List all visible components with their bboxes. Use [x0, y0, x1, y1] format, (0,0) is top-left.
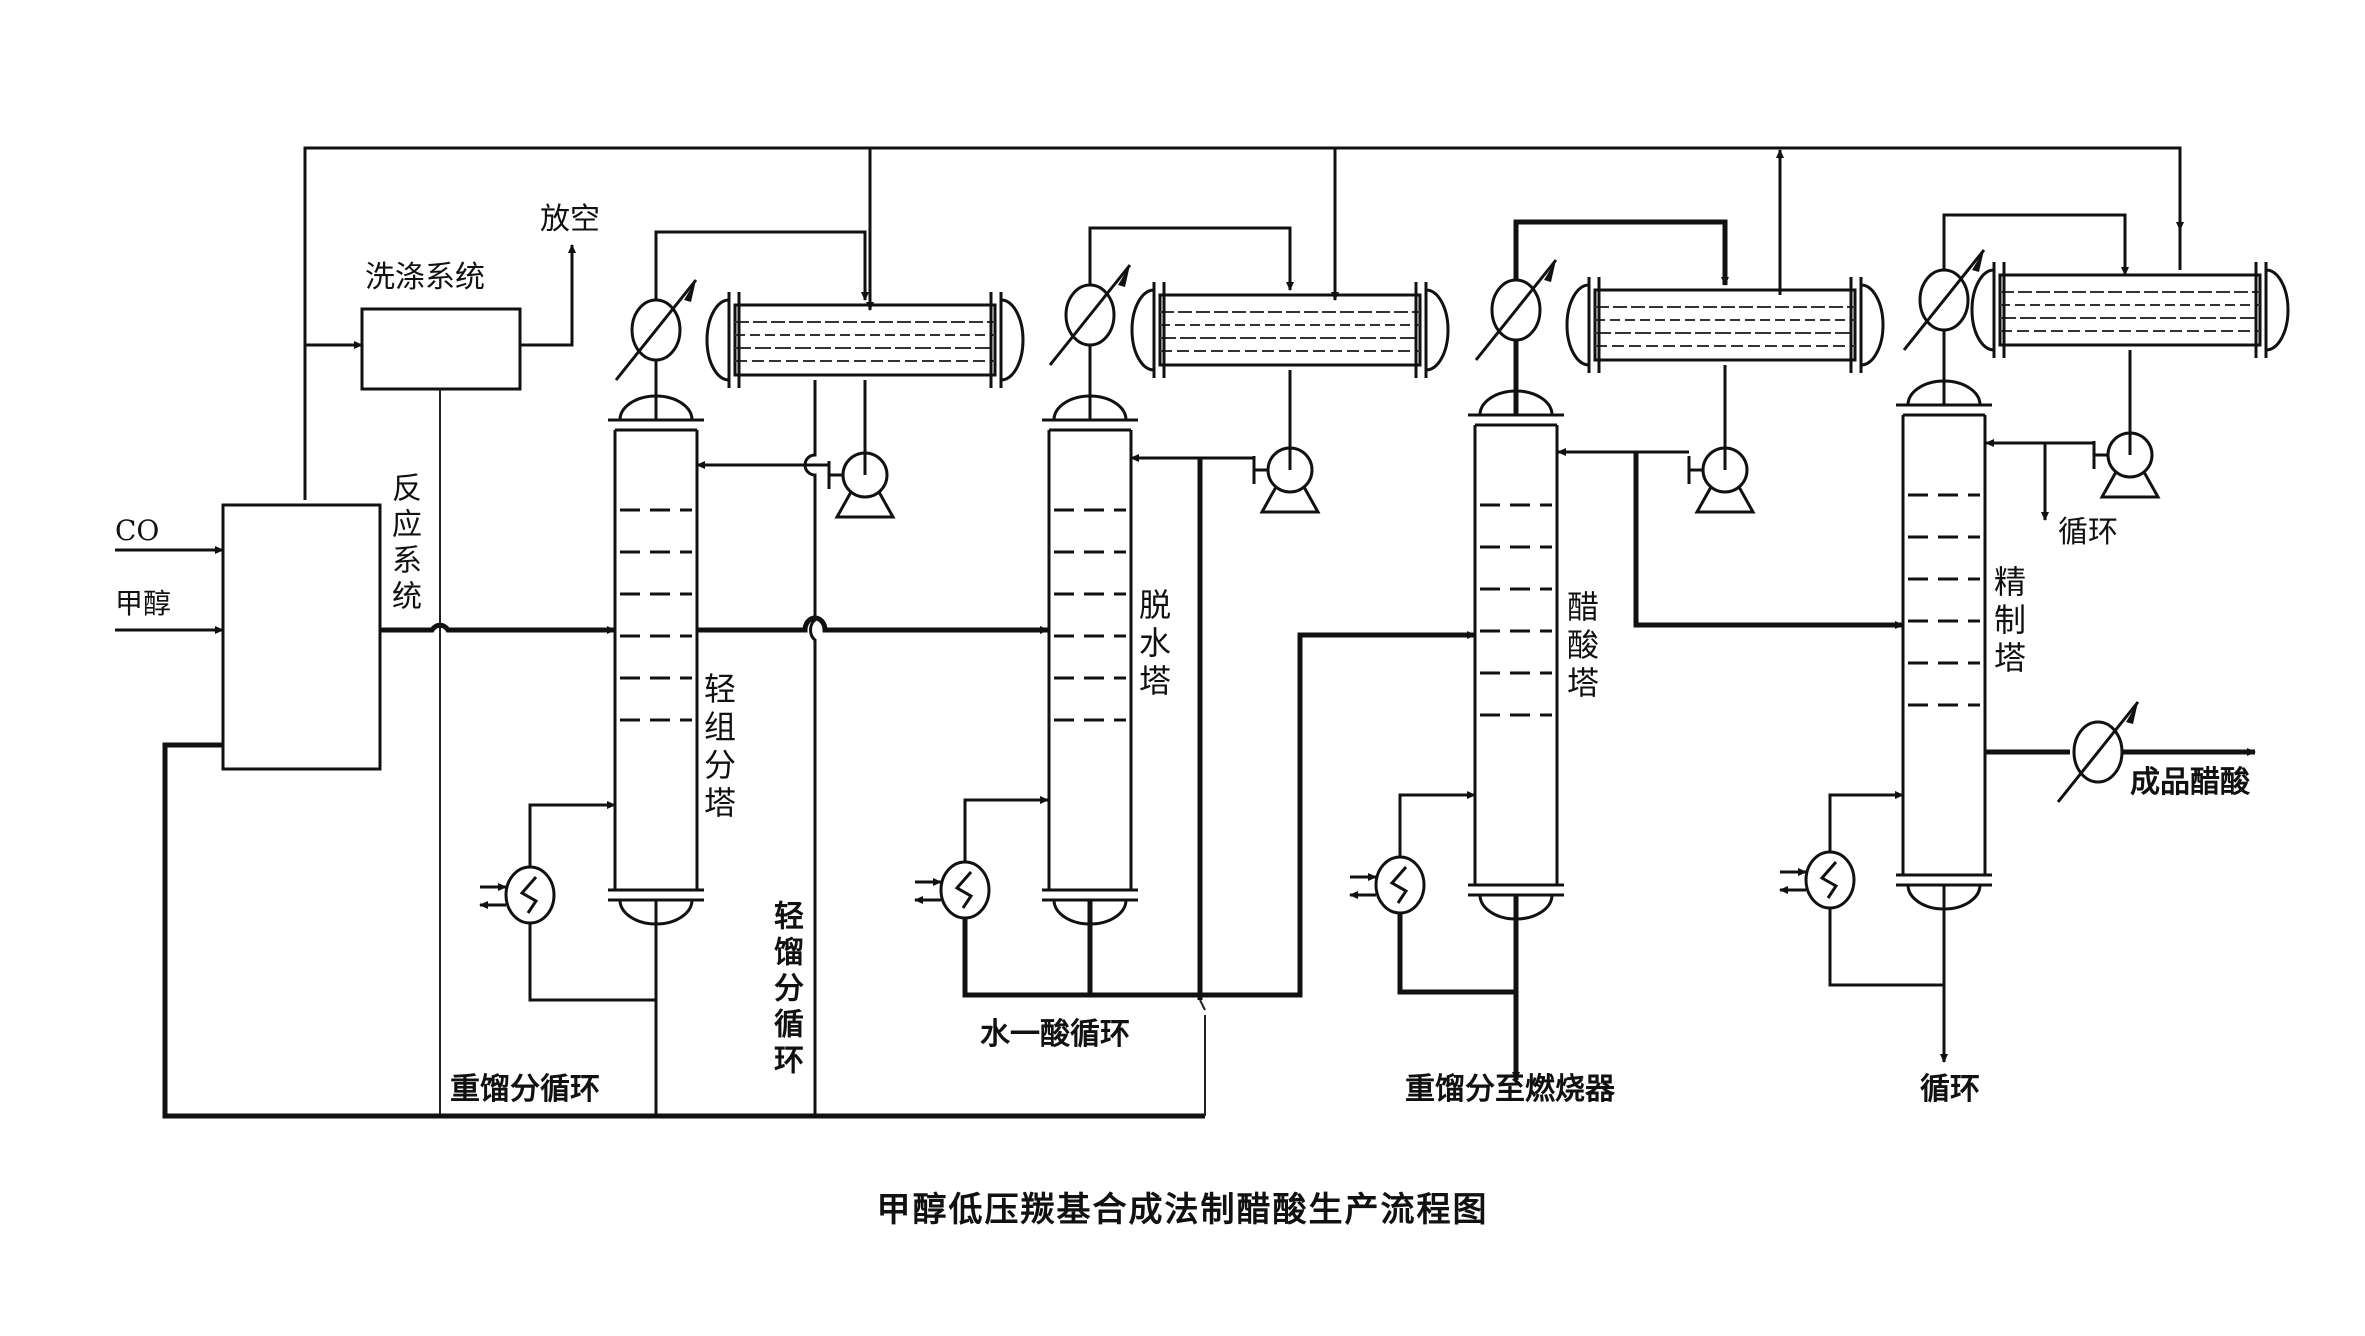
product-label: 成品醋酸 [2130, 765, 2250, 800]
heavy-to-burner-label: 重馏分至燃烧器 [1405, 1072, 1615, 1107]
vent-label: 放空 [540, 202, 600, 237]
top-recycle-line [303, 146, 2184, 500]
bottom-return-line [162, 742, 1205, 1119]
reactor-to-col1-line [380, 622, 616, 634]
reactor-box [221, 503, 382, 771]
light-recycle-line [803, 380, 817, 1116]
col2-to-col3-line [1090, 631, 1476, 998]
light-ends-column-label: 轻组分塔 [699, 672, 737, 824]
col1-vapor-line [654, 230, 869, 301]
col4-pump-icon [2092, 431, 2160, 499]
acetic-acid-column [1466, 389, 1566, 921]
methanol-label: 甲醇 [115, 587, 172, 620]
finishing-column [1894, 379, 1994, 911]
acetic-acid-column-label: 醋酸塔 [1562, 590, 1600, 704]
col1-to-col2-line [697, 615, 1049, 634]
light-ends-column [606, 394, 706, 926]
finishing-column-label: 精制塔 [1989, 565, 2027, 679]
heavy-recycle-label: 重馏分循环 [450, 1072, 600, 1107]
col3-to-col4-line [1633, 452, 1904, 629]
figure-caption: 甲醇低压羰基合成法制醋酸生产流程图 [876, 1190, 1489, 1230]
recycle-bottom-label: 循环 [1920, 1072, 1980, 1107]
col1-pump-icon [827, 451, 895, 519]
col3-pump-icon [1687, 446, 1755, 514]
col2-condenser-icon [1130, 280, 1450, 380]
reactor-label: 反应系统 [386, 472, 421, 616]
light-recycle-label: 轻馏分循环 [768, 900, 803, 1080]
col2-reboiler-icon [915, 862, 989, 918]
col3-condenser-icon [1565, 275, 1885, 375]
col1-condenser-icon [705, 290, 1025, 390]
vent-line [520, 244, 576, 347]
dehydration-column-label: 脱水塔 [1134, 588, 1172, 702]
col3-reboiler-icon [1350, 857, 1424, 913]
col4-condenser-icon [1970, 260, 2290, 360]
col4-reboiler-icon [1780, 852, 1854, 908]
scrubber-label: 洗涤系统 [365, 260, 485, 295]
recycle-top-label: 循环 [2058, 515, 2118, 550]
col2-pump-icon [1252, 446, 1320, 514]
dehydration-column [1040, 394, 1140, 926]
co-label: CO [115, 514, 160, 547]
scrubber-box [360, 307, 522, 391]
water-acid-recycle-label: 水一酸循环 [980, 1017, 1130, 1052]
col1-reboiler-icon [480, 867, 554, 923]
